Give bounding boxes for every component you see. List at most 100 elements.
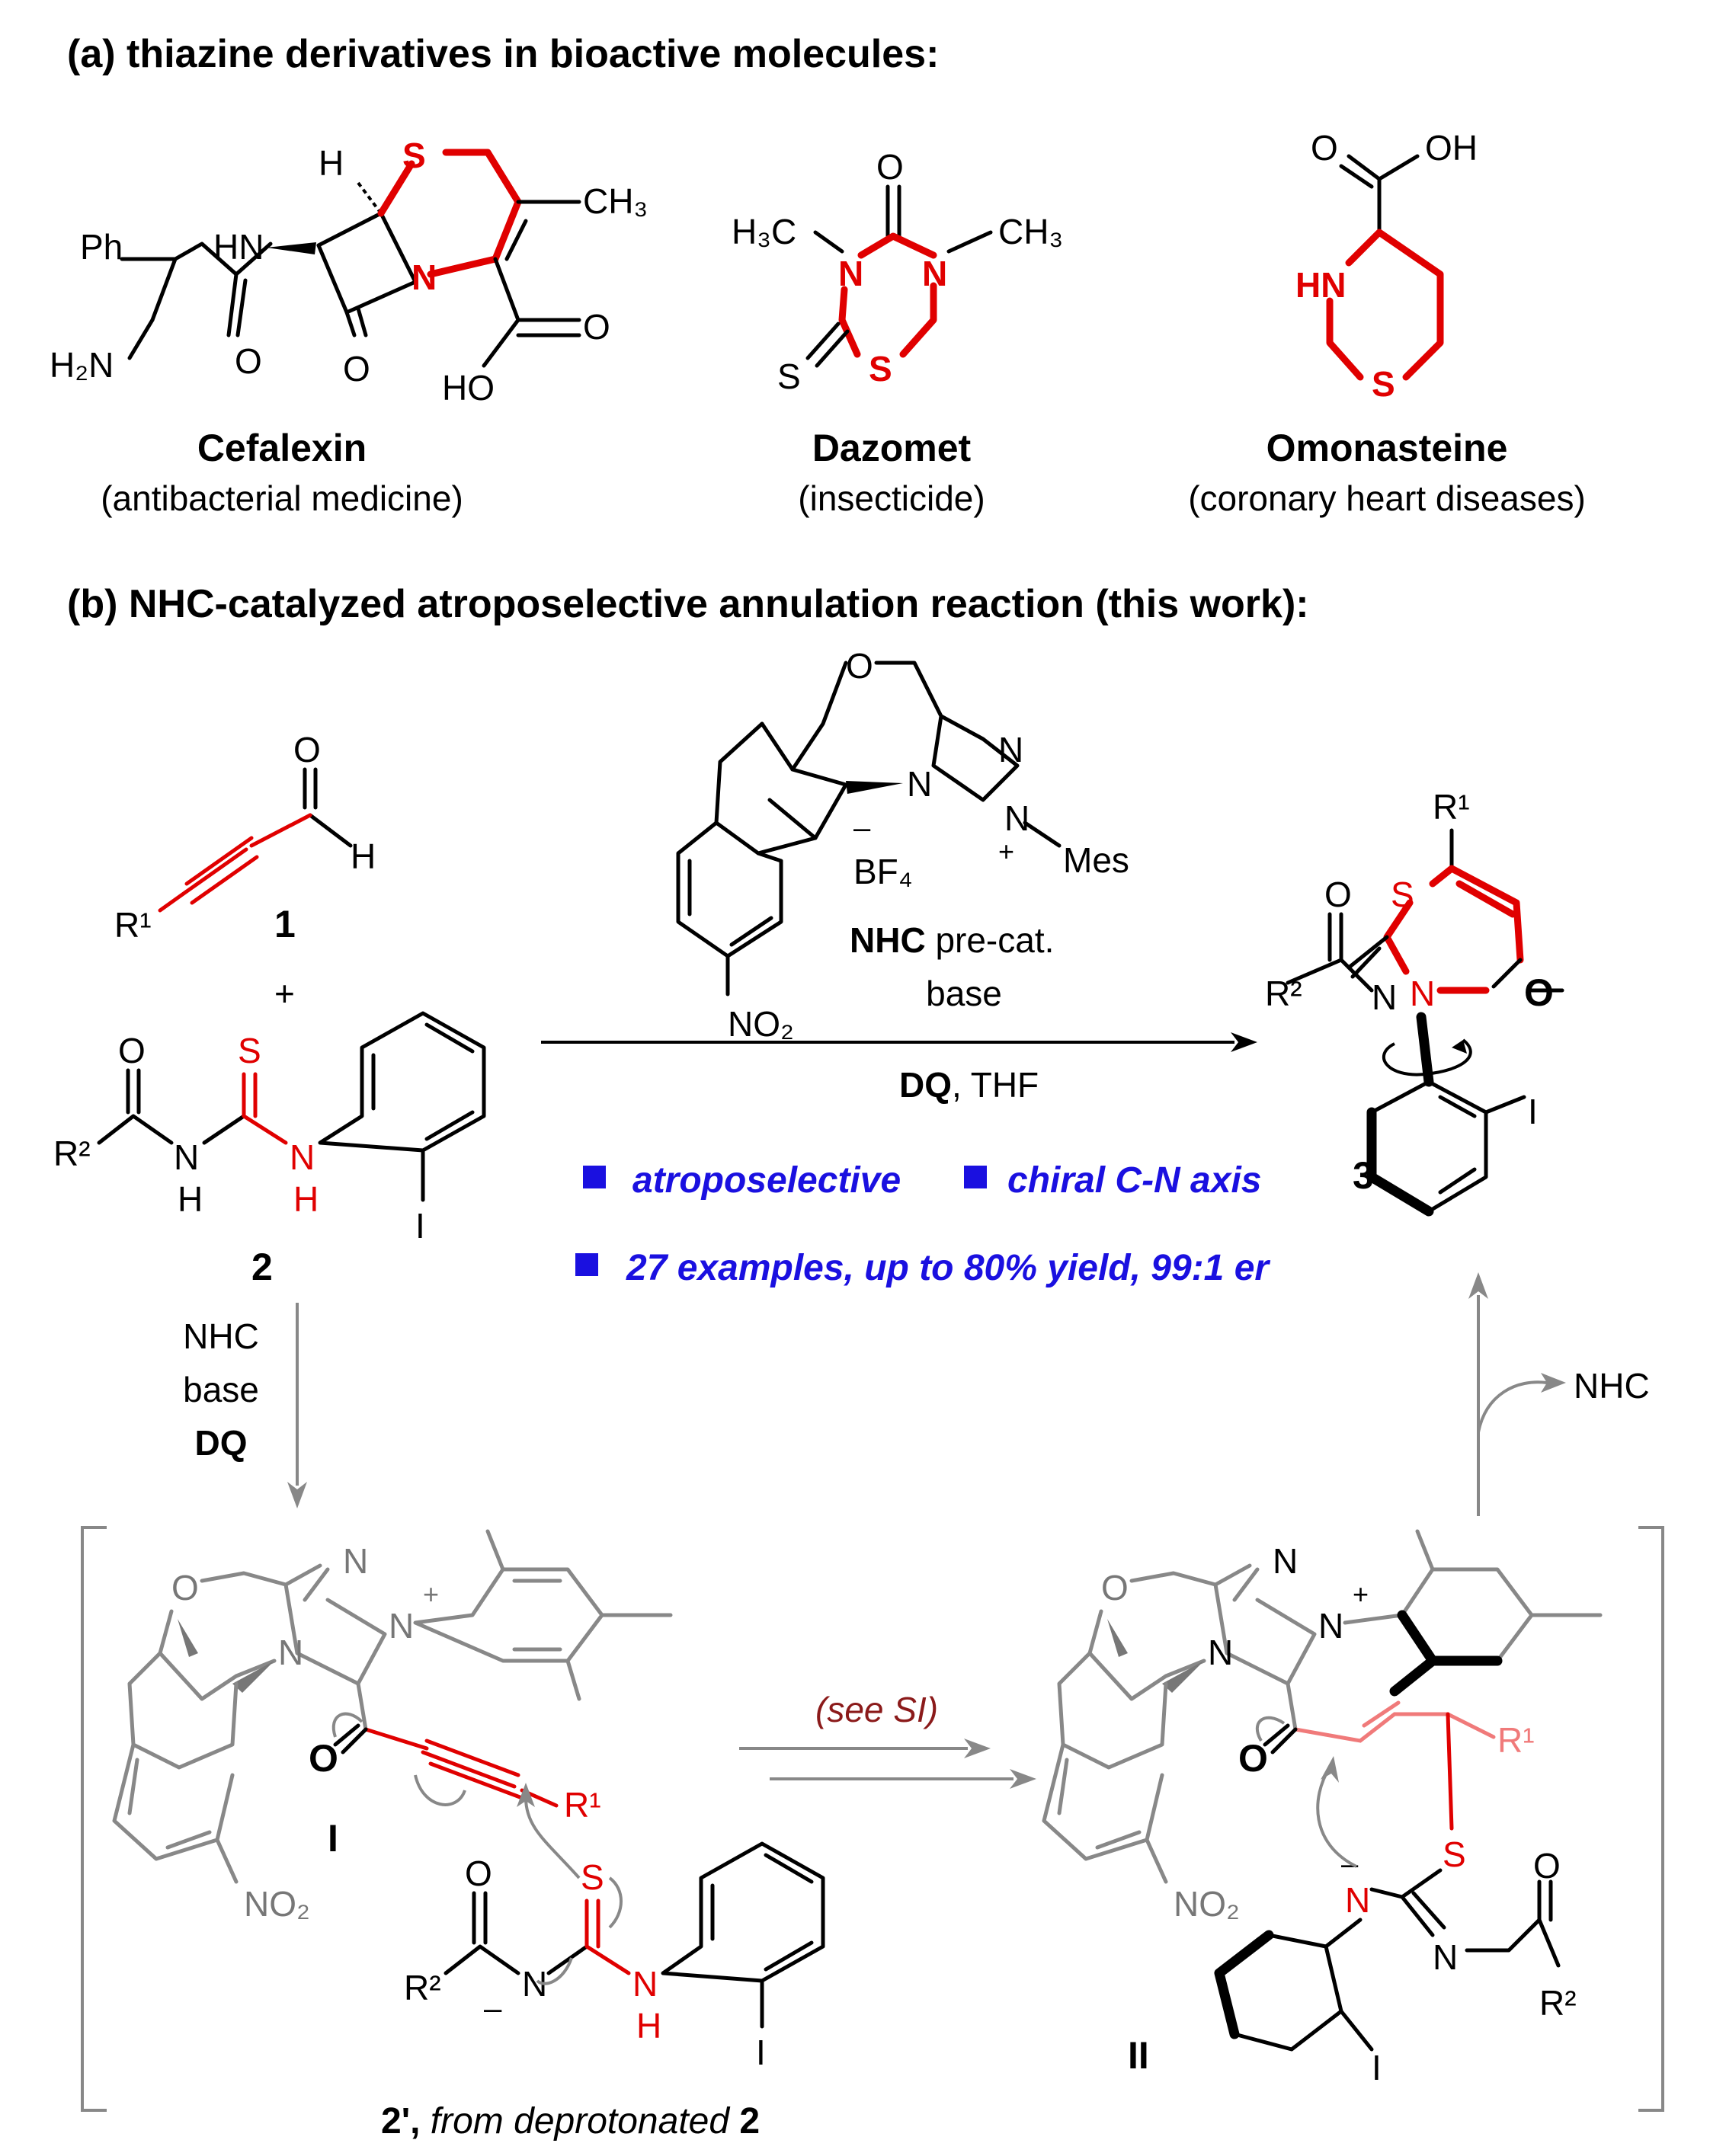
dazomet-use: (insecticide)	[798, 478, 985, 518]
int2-r1: R¹	[1497, 1720, 1535, 1760]
int1-n2: N	[389, 1606, 414, 1646]
cefalexin-h2n: H₂N	[50, 345, 114, 385]
int2-n2: N	[1318, 1606, 1343, 1646]
int2-n3: N	[1208, 1633, 1233, 1672]
section-a-title: (a) thiazine derivatives in bioactive mo…	[67, 32, 939, 76]
nhc-o: O	[846, 646, 873, 686]
bracket-left	[81, 1526, 107, 2112]
nhc-plus: +	[998, 836, 1014, 867]
prod-i: I	[1528, 1092, 1538, 1131]
cmpd2-i: I	[415, 1206, 425, 1246]
cefalexin-name: Cefalexin	[197, 427, 367, 469]
c2p-s: S	[581, 1857, 604, 1897]
dazomet-name: Dazomet	[812, 427, 972, 469]
int2-o2: O	[1533, 1846, 1561, 1886]
int2-n-minus: N	[1345, 1880, 1370, 1920]
prod-o-bold: O	[1524, 971, 1554, 1014]
int2-o-bold: O	[1238, 1737, 1268, 1780]
intermediate-II-structure: O N N + N NO₂ O R¹ S N – N O R² I	[1042, 1529, 1603, 2087]
c2p-caption-num: 2	[739, 2101, 760, 2142]
nhc-n-left: N	[907, 764, 932, 804]
int2-i: I	[1372, 2048, 1382, 2087]
int1-n3: N	[278, 1633, 303, 1672]
dazomet-structure: O H₃C CH₃ N N S S	[732, 147, 1063, 396]
prod-n-imine: N	[1372, 977, 1397, 1017]
omonasteine-oh: OH	[1425, 128, 1478, 168]
base-label: base	[926, 974, 1002, 1013]
int2-o: O	[1101, 1568, 1129, 1607]
cefalexin-o1: O	[235, 341, 262, 381]
cmpd2-o: O	[118, 1031, 146, 1070]
plus-sign: +	[274, 974, 295, 1013]
cmpd2-label: 2	[251, 1246, 273, 1288]
cmpd2-nh1: H	[178, 1179, 203, 1219]
c2p-caption-italic: from deprotonated	[420, 2101, 739, 2142]
dazomet-n1: N	[838, 254, 863, 293]
nhc-precatalyst-structure: O N N + N Mes NO₂ BF₄ –	[676, 646, 1129, 1044]
nhc-n-top: N	[998, 730, 1023, 769]
cefalexin-hn: HN	[213, 227, 264, 267]
dazomet-n2: N	[922, 254, 947, 293]
left-arrow-head	[287, 1482, 307, 1508]
int1-label: I	[328, 1817, 338, 1860]
section-b-title: (b) NHC-catalyzed atroposelective annula…	[67, 582, 1309, 626]
cefalexin-use: (antibacterial medicine)	[101, 478, 463, 518]
int1-o-bold: O	[309, 1737, 338, 1780]
left-arrow-dq: DQ	[195, 1423, 248, 1463]
c2p-caption: 2', from deprotonated 2	[381, 2101, 760, 2142]
cmpd2-s: S	[238, 1031, 261, 1070]
int2-no2: NO₂	[1174, 1884, 1240, 1924]
cefalexin-n: N	[411, 258, 437, 297]
nhc-released: NHC	[1574, 1366, 1650, 1406]
cmpd2-r2: R²	[53, 1134, 91, 1173]
nhc-bf4-minus: –	[853, 811, 871, 845]
dazomet-s-ring: S	[869, 349, 892, 389]
int1-o: O	[171, 1568, 199, 1607]
prod-n: N	[1410, 974, 1435, 1013]
nhc-no2: NO₂	[728, 1004, 794, 1044]
compound-2prime-structure: O R² N – S N H I	[404, 1783, 825, 2072]
highlight-cn-axis: chiral C-N axis	[1007, 1160, 1261, 1201]
int2-label: II	[1128, 2034, 1149, 2077]
nhc-bf4: BF₄	[853, 852, 913, 891]
cat-name: NHC	[850, 920, 926, 960]
intermediate-I-structure: O N N + N NO₂ O R¹	[112, 1529, 673, 1924]
int2-n-imine: N	[1433, 1937, 1458, 1977]
omonasteine-name: Omonasteine	[1266, 427, 1508, 469]
cmpd1-label: 1	[274, 903, 296, 945]
omonasteine-structure: O OH HN S	[1295, 128, 1478, 404]
left-arrow-nhc: NHC	[183, 1316, 259, 1356]
cat-label: NHC pre-cat.	[850, 920, 1054, 960]
product-3-structure: R¹ S N O N O R² I	[1265, 787, 1564, 1217]
cmpd3-label: 3	[1353, 1154, 1374, 1197]
dazomet-ch3: CH₃	[998, 212, 1063, 251]
cefalexin-h: H	[319, 143, 344, 183]
c2p-caption-bold: 2',	[381, 2101, 420, 2142]
cefalexin-o3: O	[583, 307, 610, 347]
cmpd2-n2: N	[290, 1137, 315, 1177]
cefalexin-ho: HO	[442, 368, 495, 408]
cmpd1-h: H	[351, 836, 376, 876]
highlight-bullet-1	[583, 1166, 606, 1188]
prod-r2: R²	[1265, 974, 1302, 1013]
solvent-name: , THF	[952, 1065, 1039, 1105]
int2-s: S	[1443, 1835, 1466, 1874]
cefalexin-o2: O	[343, 349, 370, 389]
compound-2-structure: O R² N H S N H I	[53, 1011, 486, 1246]
int2-plus: +	[1353, 1579, 1369, 1610]
nhc-mes: Mes	[1063, 840, 1129, 880]
cmpd2-n1: N	[174, 1137, 199, 1177]
oxidant-label: DQ, THF	[899, 1065, 1039, 1105]
prod-r1: R¹	[1433, 787, 1470, 827]
highlight-atroposelective: atroposelective	[632, 1160, 901, 1201]
omonasteine-o: O	[1311, 128, 1338, 168]
int1-no2: NO₂	[244, 1884, 310, 1924]
cat-suffix: pre-cat.	[926, 920, 1055, 960]
cmpd2-nh2: H	[293, 1179, 319, 1219]
cefalexin-structure: Ph H₂N O HN O H S N CH₃ O HO	[50, 136, 648, 408]
prod-o: O	[1324, 875, 1352, 914]
c2p-i: I	[756, 2033, 766, 2072]
c2p-r2: R²	[404, 1968, 441, 2007]
c2p-h: H	[636, 2006, 661, 2046]
